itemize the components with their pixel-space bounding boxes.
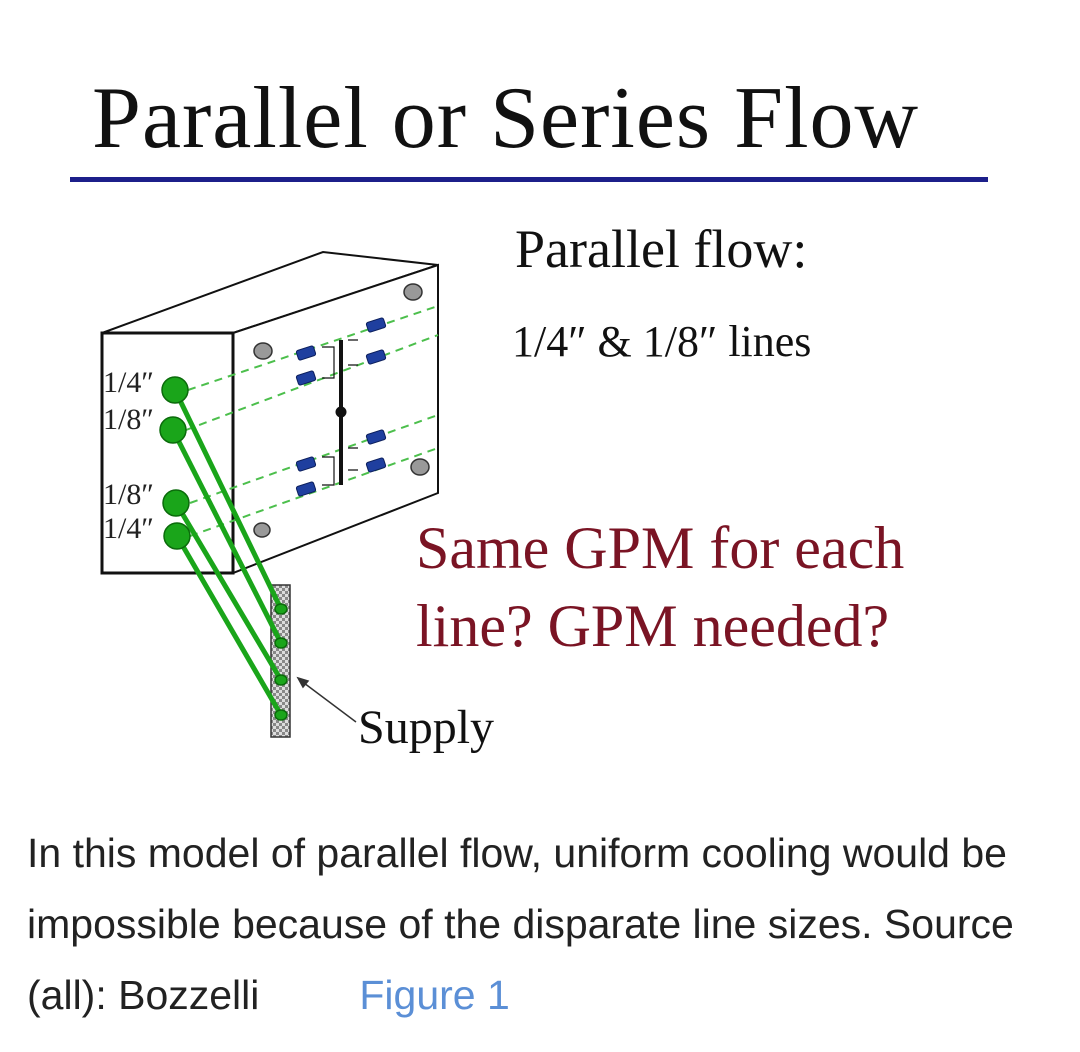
slide-title: Parallel or Series Flow [92,70,920,167]
mold-diagram [100,250,439,738]
supply-label: Supply [358,701,495,754]
title-underline [70,177,988,182]
port-icons [159,376,288,721]
line-sizes-text: 1/4″ & 1/8″ lines [512,317,812,366]
supply-lines [170,388,284,717]
question-line-2: line? GPM needed? [416,593,890,659]
figure-caption: In this model of parallel flow, uniform … [27,818,1067,1031]
manifold [322,339,358,486]
port-label: 1/4″ [103,366,154,399]
question-line-1: Same GPM for each [416,515,905,581]
arrow-icon [296,676,357,723]
parallel-flow-heading: Parallel flow: [515,219,808,279]
port-label: 1/8″ [103,478,154,511]
connector-icons [295,317,387,497]
bolt-icons [253,283,430,538]
port-label: 1/8″ [103,403,154,436]
caption-text: In this model of parallel flow, uniform … [27,830,1014,1018]
figure-link[interactable]: Figure 1 [359,972,510,1018]
port-label: 1/4″ [103,512,154,545]
